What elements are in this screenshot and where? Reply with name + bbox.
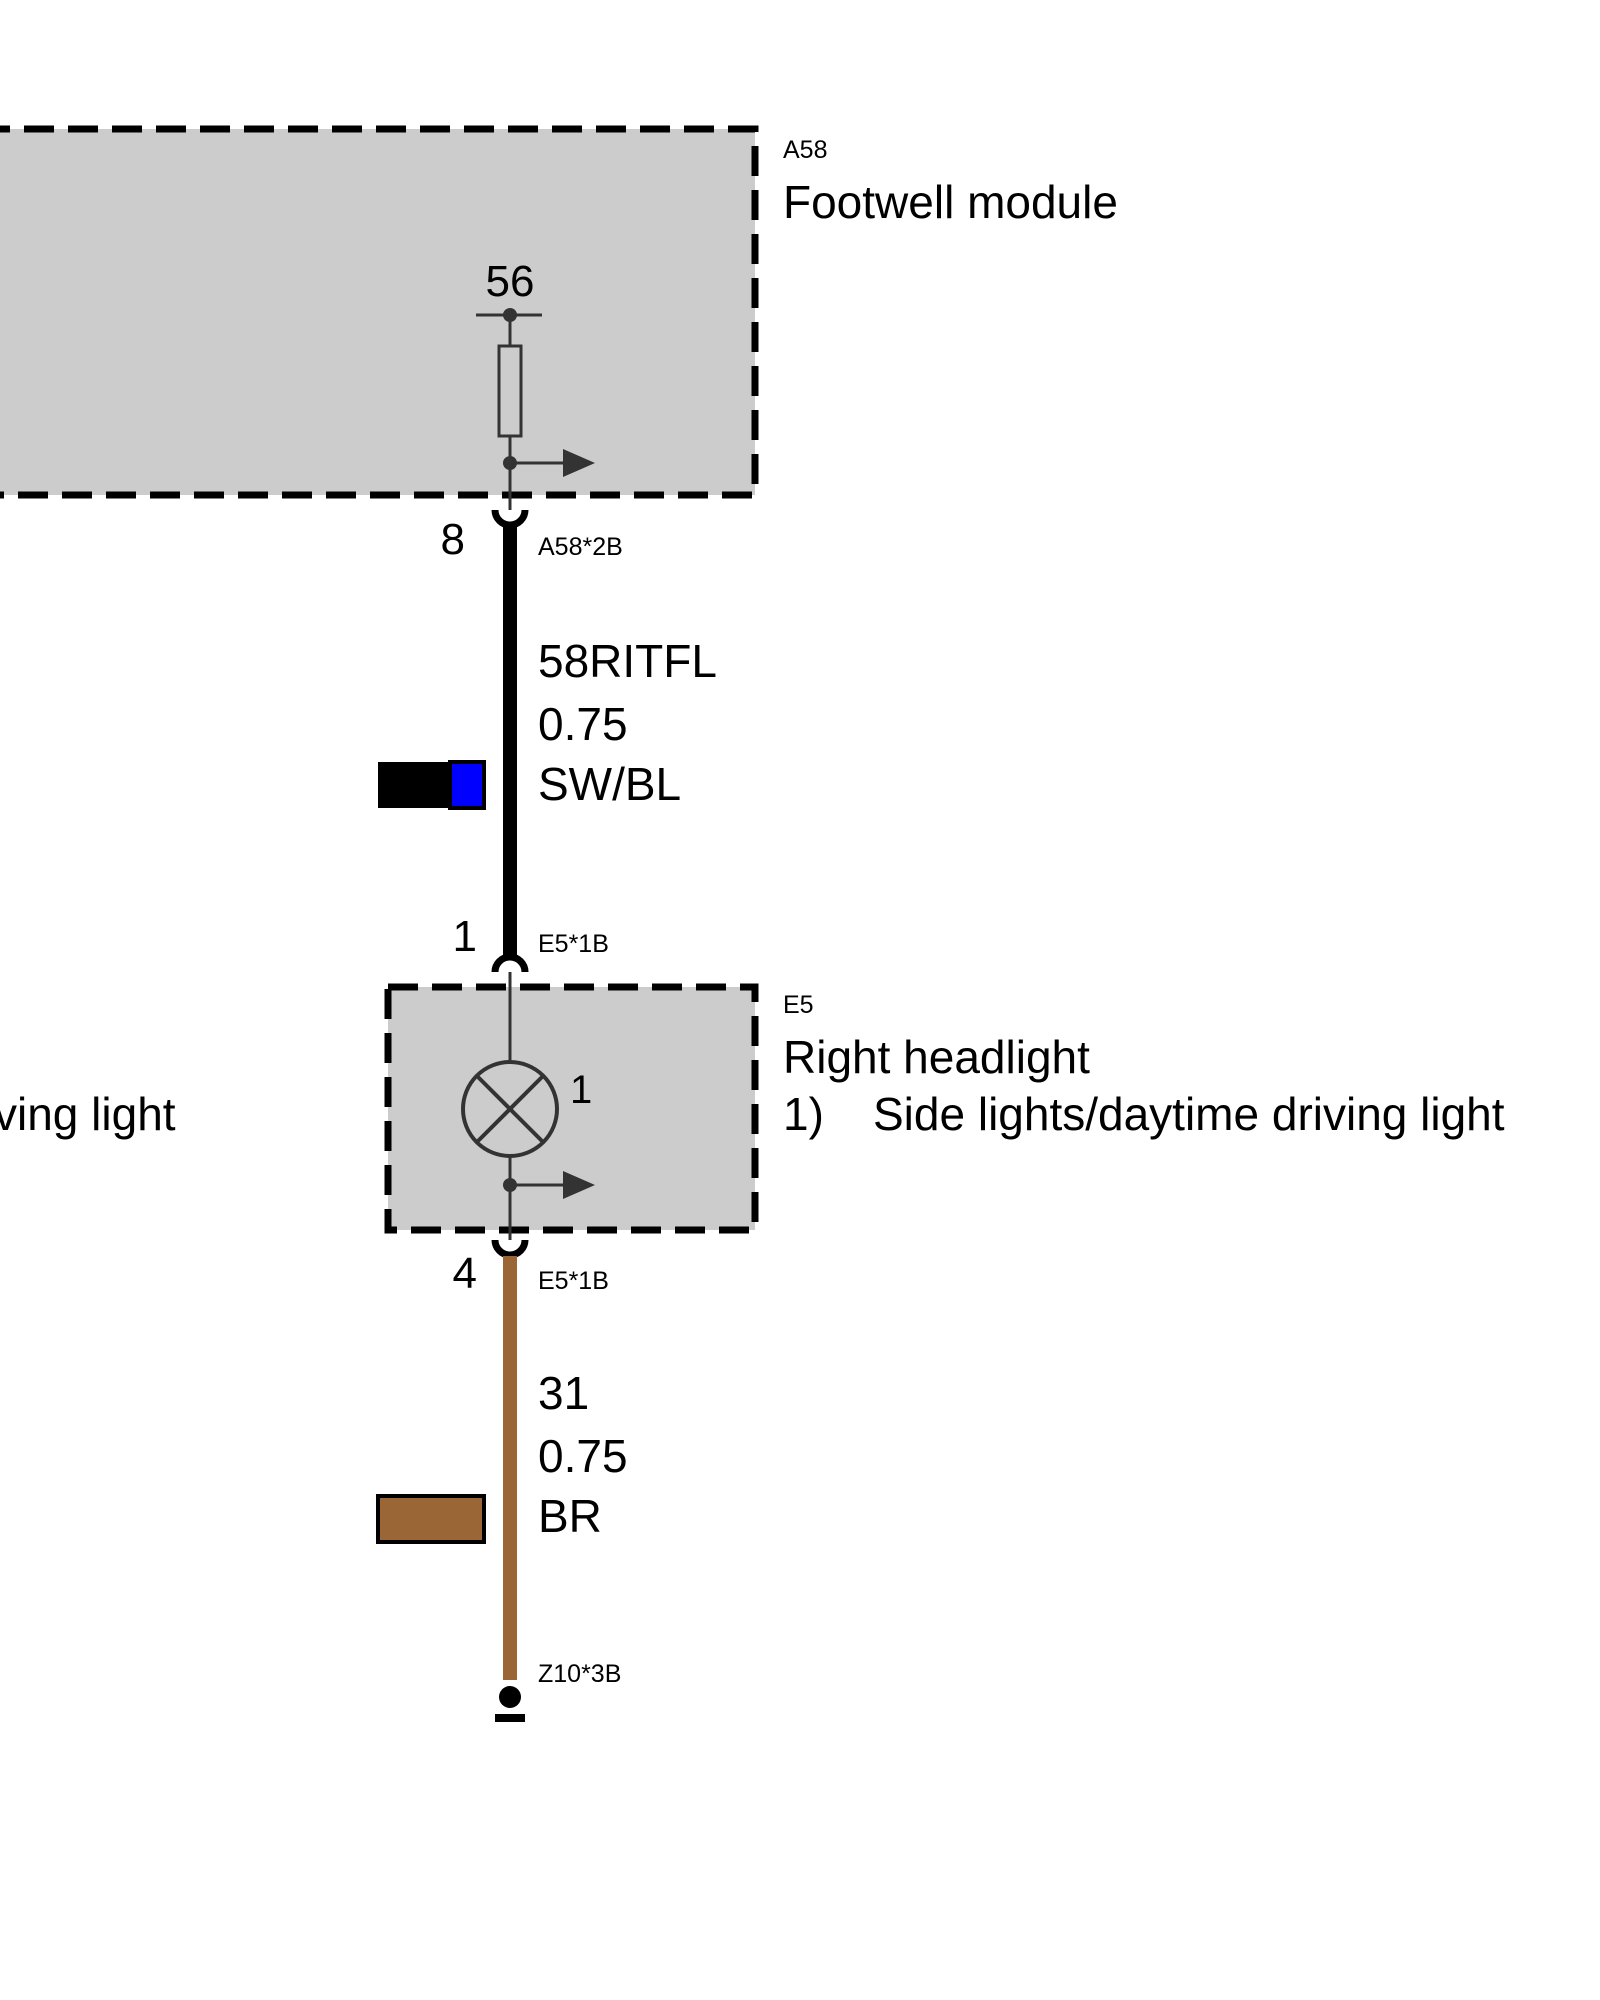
connector-id: A58*2B xyxy=(538,533,623,561)
footnote-marker: 1) xyxy=(783,1088,824,1140)
internal-pin-number: 56 xyxy=(486,257,535,306)
left-cut-footnote-text: ving light xyxy=(0,1088,176,1140)
ground-point: Z10*3B xyxy=(495,1660,621,1722)
wire-color-code: BR xyxy=(538,1490,602,1542)
wire-gauge: 0.75 xyxy=(538,698,628,750)
connector-e5-1b-bottom: 4 E5*1B xyxy=(453,1239,609,1298)
wire-gauge: 0.75 xyxy=(538,1430,628,1482)
connector-cup-icon xyxy=(491,509,529,529)
footwell-module-id: A58 xyxy=(783,136,827,164)
connector-pin-number: 1 xyxy=(453,912,477,961)
wire-58ritfl: 58RITFL 0.75 SW/BL xyxy=(378,526,717,955)
wire-signal-name: 31 xyxy=(538,1367,589,1419)
wire-31: 31 0.75 BR xyxy=(376,1256,628,1680)
connector-a58-2b: 8 A58*2B xyxy=(441,509,623,564)
footwell-module-name: Footwell module xyxy=(783,176,1118,228)
ground-node xyxy=(499,1686,521,1708)
right-headlight-name: Right headlight xyxy=(783,1031,1090,1083)
continuation-arrow-head-icon xyxy=(563,449,595,477)
wire-color-code: SW/BL xyxy=(538,758,681,810)
lamp-cross-b xyxy=(475,1074,545,1144)
connector-pin-number: 4 xyxy=(453,1249,477,1298)
continuation-arrow-head-icon xyxy=(563,1171,595,1199)
footwell-module-box xyxy=(0,125,759,499)
connector-id: E5*1B xyxy=(538,1267,609,1295)
wire-color-swatch-blue xyxy=(448,760,486,810)
connector-cap-icon xyxy=(491,953,529,973)
ground-icon xyxy=(495,1714,525,1722)
connector-e5-1b-top: 1 E5*1B xyxy=(453,912,609,973)
ground-connector-id: Z10*3B xyxy=(538,1660,621,1688)
lamp-label: 1 xyxy=(570,1068,592,1112)
wire-color-swatch-brown xyxy=(376,1494,486,1544)
right-headlight-id: E5 xyxy=(783,991,814,1019)
resistor-symbol xyxy=(497,344,523,438)
connector-pin-number: 8 xyxy=(441,515,465,564)
wire-signal-name: 58RITFL xyxy=(538,635,717,687)
footwell-module: A58 Footwell module 56 xyxy=(0,125,1118,510)
connector-id: E5*1B xyxy=(538,930,609,958)
connector-cup-icon xyxy=(491,1239,529,1259)
right-headlight: E5 Right headlight 1) Side lights/daytim… xyxy=(384,972,1505,1240)
wire-color-swatch-black xyxy=(378,762,450,808)
footnote-text: Side lights/daytime driving light xyxy=(873,1088,1505,1140)
